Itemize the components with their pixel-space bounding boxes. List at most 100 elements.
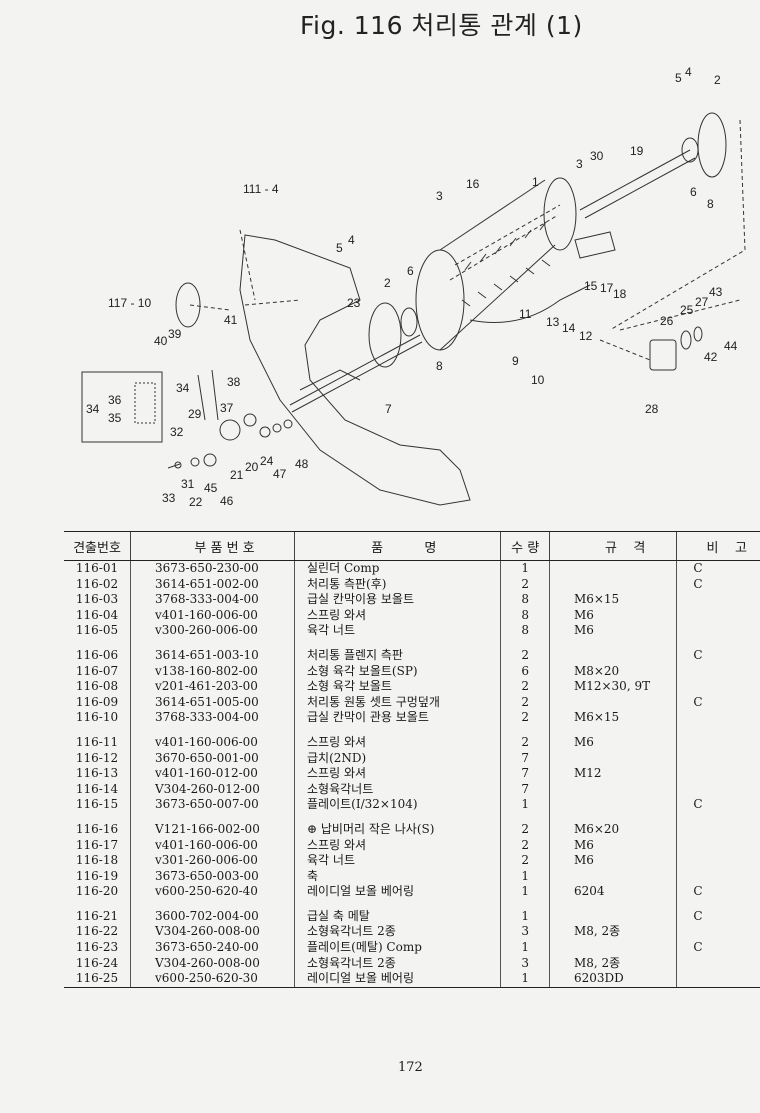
callout-label: 34 [176,381,190,395]
part-name-cell: 소형육각너트 [294,781,501,798]
callout-label: 45 [204,481,218,495]
callout-label: 3 [436,189,443,203]
callout-label: 13 [546,315,560,329]
header-specification: 규 격 [548,531,677,561]
callout-label: 32 [170,425,184,439]
remarks-cell: C [676,797,760,813]
remarks-cell [676,592,760,608]
index-number-cell: 116-02 [75,576,119,591]
remarks-cell: C [676,694,760,711]
part-number-cell: v401-160-006-00 [130,837,295,854]
index-number-cell: 116-18 [75,853,119,868]
quantity-cell: 6 [500,663,550,680]
specification-cell: M12×30, 9T [548,679,677,695]
part-name-cell: 스프링 와셔 [294,607,501,624]
specification-cell: M6 [548,853,677,869]
remarks-cell: C [676,638,760,664]
specification-cell: M6×15 [548,710,677,726]
quantity-cell: 8 [500,607,550,624]
callout-label: 2 [384,276,391,290]
specification-cell [548,560,677,577]
specification-cell: 6203DD [548,971,677,988]
specification-cell [548,576,677,593]
quantity-cell: 3 [500,924,550,941]
index-number-cell: 116-25 [64,971,131,988]
header-remarks: 비 고 [676,531,760,561]
part-number-cell: v600-250-620-30 [130,971,295,988]
part-name-cell: 스프링 와셔 [294,725,501,751]
remarks-cell: C [676,940,760,956]
quantity-cell: 2 [500,694,550,711]
quantity-cell: 1 [500,940,550,956]
quantity-cell: 2 [500,638,550,664]
specification-cell [548,638,677,664]
index-number-cell: 116-22 [75,924,119,939]
callout-label: 23 [347,296,361,310]
callout-label: 48 [295,457,309,471]
part-name-cell: 소형 육각 보올트 [294,679,501,695]
callout-label: 47 [273,467,287,481]
header-quantity: 수 량 [500,531,550,561]
callout-label: 33 [162,491,176,505]
quantity-cell: 1 [500,797,550,813]
quantity-cell: 7 [500,750,550,767]
part-number-cell: v401-160-006-00 [130,607,295,624]
remarks-cell [676,924,760,941]
exploded-parts-diagram: 5 4 2 3 30 19 6 8 16 1 3 111 - 4 5 4 6 2… [81,65,746,509]
part-name-cell: 급실 칸막이용 보올트 [294,592,501,608]
remarks-cell [676,623,760,639]
part-number-cell: 3673-650-240-00 [130,940,295,956]
specification-cell: 6204 [548,884,677,900]
part-number-cell: v201-461-203-00 [130,679,295,695]
index-number-cell: 116-15 [75,797,119,812]
callout-label: 22 [189,495,203,509]
index-number-cell: 116-01 [75,561,119,575]
callout-label: 46 [220,494,234,508]
callout-label: 10 [531,373,545,387]
table-header-row: 견출번호 부 품 번 호 품 명 수 량 규 격 비 고 [64,531,760,561]
remarks-cell [676,679,760,695]
specification-cell [548,694,677,711]
part-name-cell: 소형육각너트 2종 [294,924,501,941]
specification-cell: M6 [548,623,677,639]
quantity-cell: 2 [500,853,550,869]
callout-label: 2 [714,73,721,87]
part-number-cell: v300-260-006-00 [130,623,295,639]
callout-label: 29 [188,407,202,421]
callout-label: 24 [260,454,274,468]
remarks-cell: C [676,576,760,593]
remarks-cell [676,725,760,751]
part-name-cell: 처리통 측판(후) [294,576,501,593]
part-number-cell: v301-260-006-00 [130,853,295,869]
part-name-cell: 스프링 와셔 [294,837,501,854]
remarks-cell [676,971,760,988]
page-number: 172 [398,1060,423,1075]
remarks-cell [676,663,760,680]
index-number-cell: 116-05 [75,623,119,638]
part-number-cell: V304-260-008-00 [130,924,295,941]
index-number-cell: 116-19 [75,868,119,883]
callout-label: 31 [181,477,195,491]
quantity-cell: 2 [500,837,550,854]
index-number-cell: 116-12 [75,750,119,765]
part-name-cell: 육각 너트 [294,853,501,869]
callout-label: 37 [220,401,234,415]
index-number-cell: 116-11 [75,734,119,749]
quantity-cell: 7 [500,781,550,798]
callout-label: 12 [579,329,593,343]
index-number-cell: 116-04 [75,607,119,622]
callout-label: 4 [348,233,355,247]
quantity-cell: 2 [500,679,550,695]
callout-label: 41 [224,313,238,327]
callout-label: 6 [690,185,697,199]
callout-label: 17 [600,281,614,295]
part-number-cell: 3614-651-005-00 [130,694,295,711]
